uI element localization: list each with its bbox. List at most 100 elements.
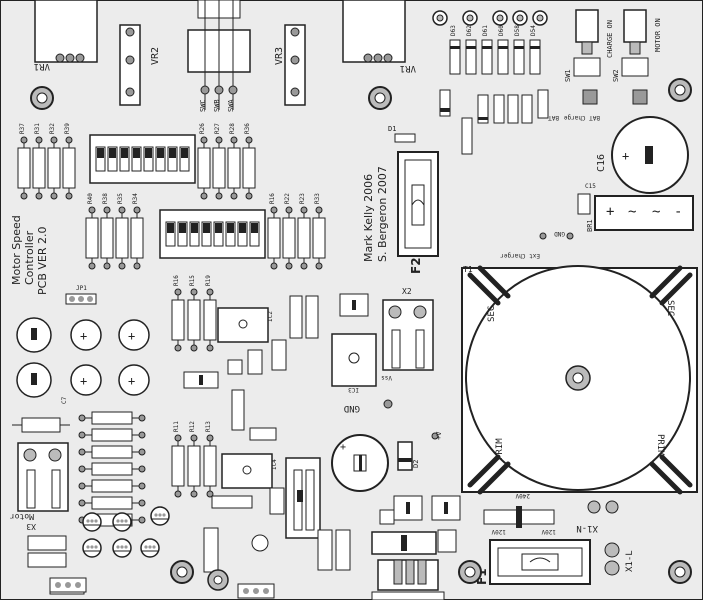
transistor [150,506,170,526]
swc-label: SWC [199,99,207,112]
resistor: R36 [242,123,256,200]
sec-left-label: SEC [487,306,497,322]
swa-label: SWA [227,99,235,112]
refdes-label: R11 [173,421,180,432]
dip-switch-lever [179,223,186,233]
refdes-label: D54 [530,25,537,36]
refdes-label: R16 [269,193,276,204]
capacitor-c3: + [70,319,102,351]
potentiometer-vr3: VR3 [274,24,306,106]
diode: D60 [497,25,509,75]
transformer-t1: T1 SEC SEC PRIM PRIM [461,265,698,495]
transistor [82,512,102,532]
resistor: R32 [47,123,61,200]
resistor: R12 [187,421,201,498]
resistor [78,462,146,476]
vplus-label: +V [435,431,443,440]
c7-label: C7 [61,396,68,404]
capacitor-c1: + [331,434,389,492]
ext-charger-label: Ext Charger [500,252,540,259]
resistor: R40 [85,193,99,270]
charge-on-label: CHARGE ON [606,20,614,58]
resistor: R11 [171,421,185,498]
resistor [78,445,146,459]
refdes-label: R39 [64,123,71,134]
resistor: R22 [282,193,296,270]
dip-switch-cell [177,221,188,247]
f2-label: F2 [409,257,423,274]
dip-switch-lever [227,223,234,233]
dip-switch-cell [119,146,130,172]
mounting-hole-tl [30,86,54,110]
ic4: IC4 [221,453,278,489]
dip-switch-cell [143,146,154,172]
dip-switch-lever [215,223,222,233]
resistor-r8 [371,529,457,555]
refdes-label: R31 [34,123,41,134]
ext-charger-pads: GND Ext Charger [500,230,574,259]
sw2-label: SW2 [612,69,620,82]
terminal-x3: Motor X3 [10,442,69,531]
dip-switch-cell [249,221,260,247]
resistor [78,496,146,510]
transistor-group [82,506,170,558]
potentiometer-vr1-right: VR1 [342,0,416,73]
swb-label: SWB [213,99,221,112]
resistor: R31 [32,123,46,200]
refdes-label: D58 [514,25,521,36]
bat-label: BAT [548,114,559,121]
resistors-ic4-below [203,487,285,591]
prim-right-label: PRIM [655,434,665,456]
dip-switch-lever [181,148,188,158]
refdes-label: R27 [214,123,221,134]
resistor: R16 [171,275,185,352]
c15-label: C15 [585,183,596,190]
sw1-label: SW1 [564,69,572,82]
resistors-r4ab [285,457,321,539]
capacitor-c6 [16,362,52,398]
voltage-select: 240V 120V 120V [483,492,556,535]
resistor: R37 [17,123,31,200]
dip-switch-lever [145,148,152,158]
ic3: IC3 Vss [331,333,392,393]
resistor: R19 [203,275,217,352]
vr1-label-right: VR1 [400,63,416,73]
svg-text:+: + [128,329,135,343]
refdes-label: R23 [299,193,306,204]
dip-switch-lever [97,148,104,158]
motor-label: Motor [10,512,34,521]
dip-switch-cell [167,146,178,172]
refdes-label: R40 [87,193,94,204]
jumper-jp1: JP1 [65,285,97,305]
svg-text:~: ~ [652,204,660,220]
title-line-3: PCB VER 2.0 [36,227,49,295]
refdes-label: R38 [102,193,109,204]
dip-switch-cell [165,221,176,247]
dip-switch-lever [109,148,116,158]
dip-switch-lever [239,223,246,233]
board-title: Motor Speed Controller PCB VER 2.0 [10,215,49,295]
resistors-r13-r14 [271,295,319,361]
dip-switch-lever [203,223,210,233]
capacitor-c10: + [118,319,150,351]
mounting-hole-bm [458,560,482,584]
mounting-hole-br [668,560,692,584]
dip-switch-cell [225,221,236,247]
v120b-label: 120V [541,528,556,535]
resistor: R26 [197,123,211,200]
mounting-hole-tr [668,78,692,102]
mounting-hole-bl [170,560,194,584]
refdes-label: R16 [173,275,180,286]
dip-switch-lever [157,148,164,158]
switch-block-swabc: SWC SWB SWA [187,0,251,112]
author-2: S. Bergeron 2007 [376,166,389,262]
dip-switch-cell [213,221,224,247]
x1l-label: X1-L [625,550,635,572]
svg-text:+: + [622,149,629,163]
transistor [112,538,132,558]
refdes-label: R36 [244,123,251,134]
